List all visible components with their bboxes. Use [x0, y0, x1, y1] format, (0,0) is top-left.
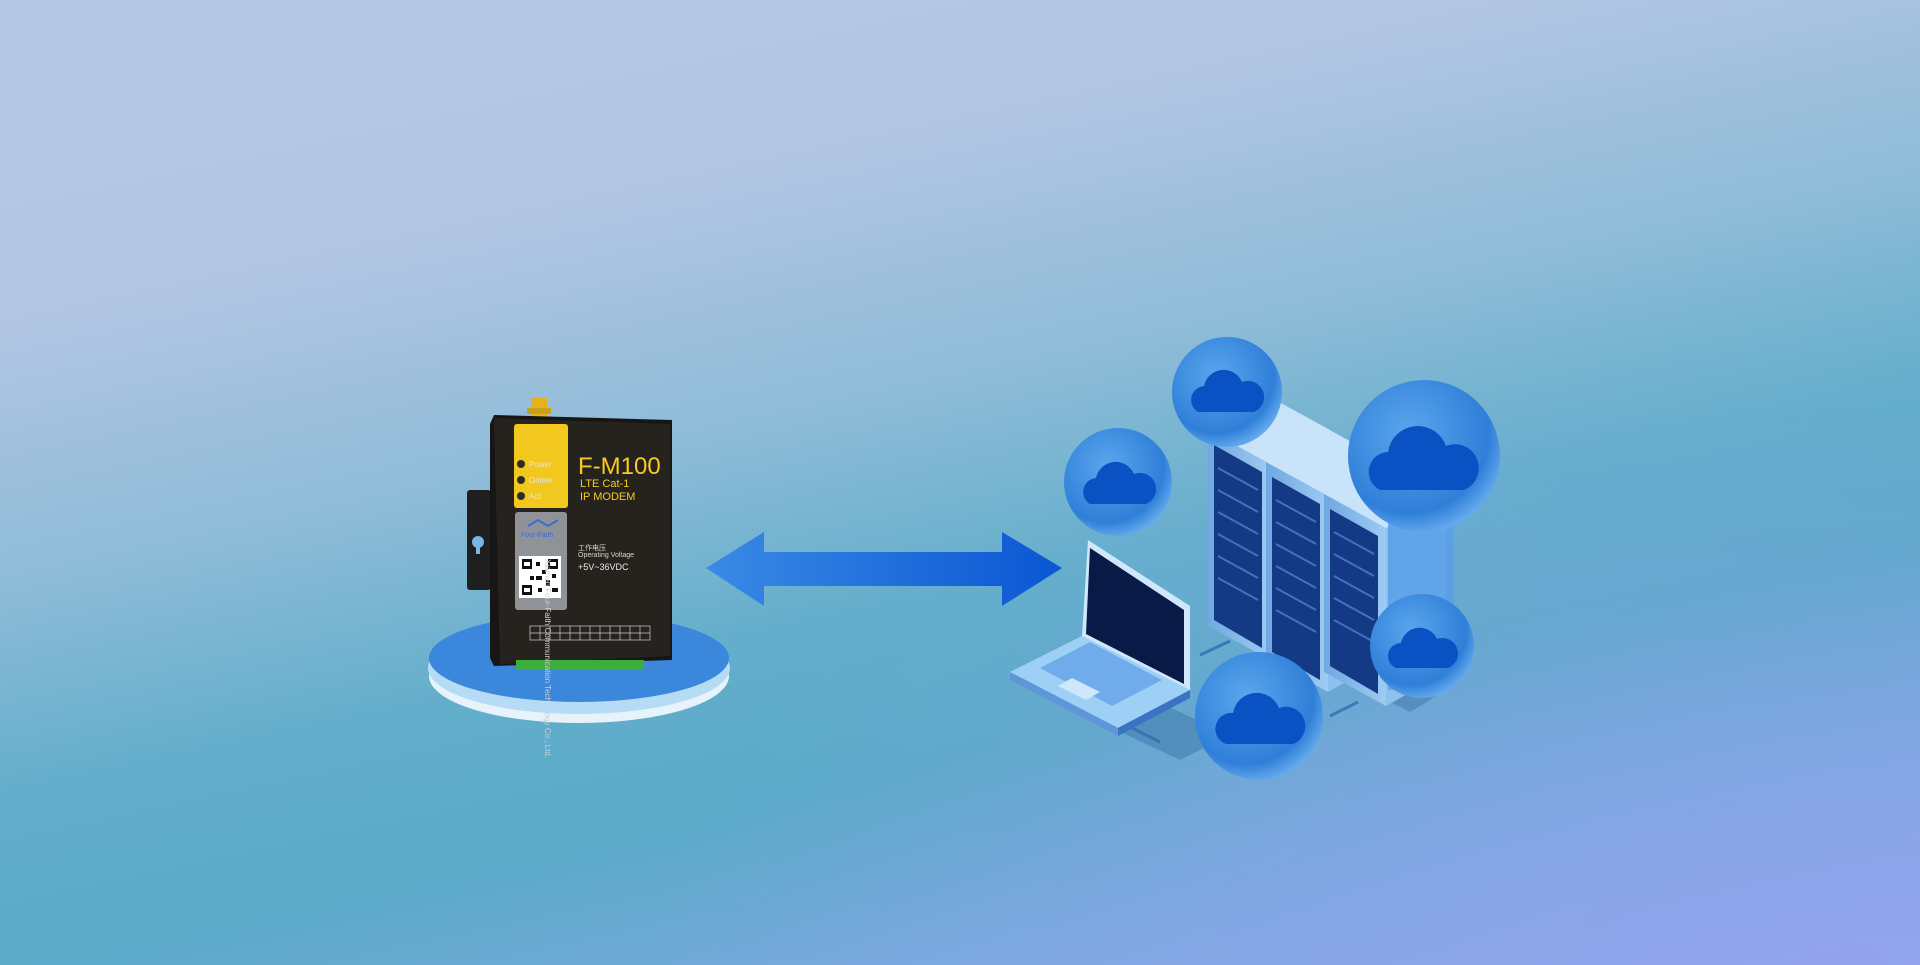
device-subtitle-modem: IP MODEM	[580, 491, 636, 503]
online-led	[517, 476, 525, 484]
voltage-value: +5V~36VDC	[578, 562, 629, 572]
cloud-icon	[1064, 337, 1500, 780]
device-model: F-M100	[578, 453, 661, 480]
voltage-label-cn: 工作电压	[578, 545, 606, 552]
double-arrow-icon	[706, 532, 1062, 606]
laptop-icon	[1010, 540, 1190, 736]
led-panel	[514, 424, 568, 508]
modem-device	[467, 398, 672, 670]
led-label-act: Act	[529, 492, 541, 501]
power-led	[517, 460, 525, 468]
led-label-online: Online	[529, 476, 553, 485]
company-name: Xiamen Four-Faith Communication Technolo…	[543, 559, 552, 759]
voltage-label-en: Operating Voltage	[578, 552, 635, 559]
terminal-block	[529, 625, 651, 641]
terminal-connector	[516, 660, 644, 670]
act-led	[517, 492, 525, 500]
led-label-power: Power	[529, 460, 552, 469]
brand-label: Four-Faith	[521, 532, 554, 539]
device-subtitle-lte: LTE Cat-1	[580, 478, 630, 490]
